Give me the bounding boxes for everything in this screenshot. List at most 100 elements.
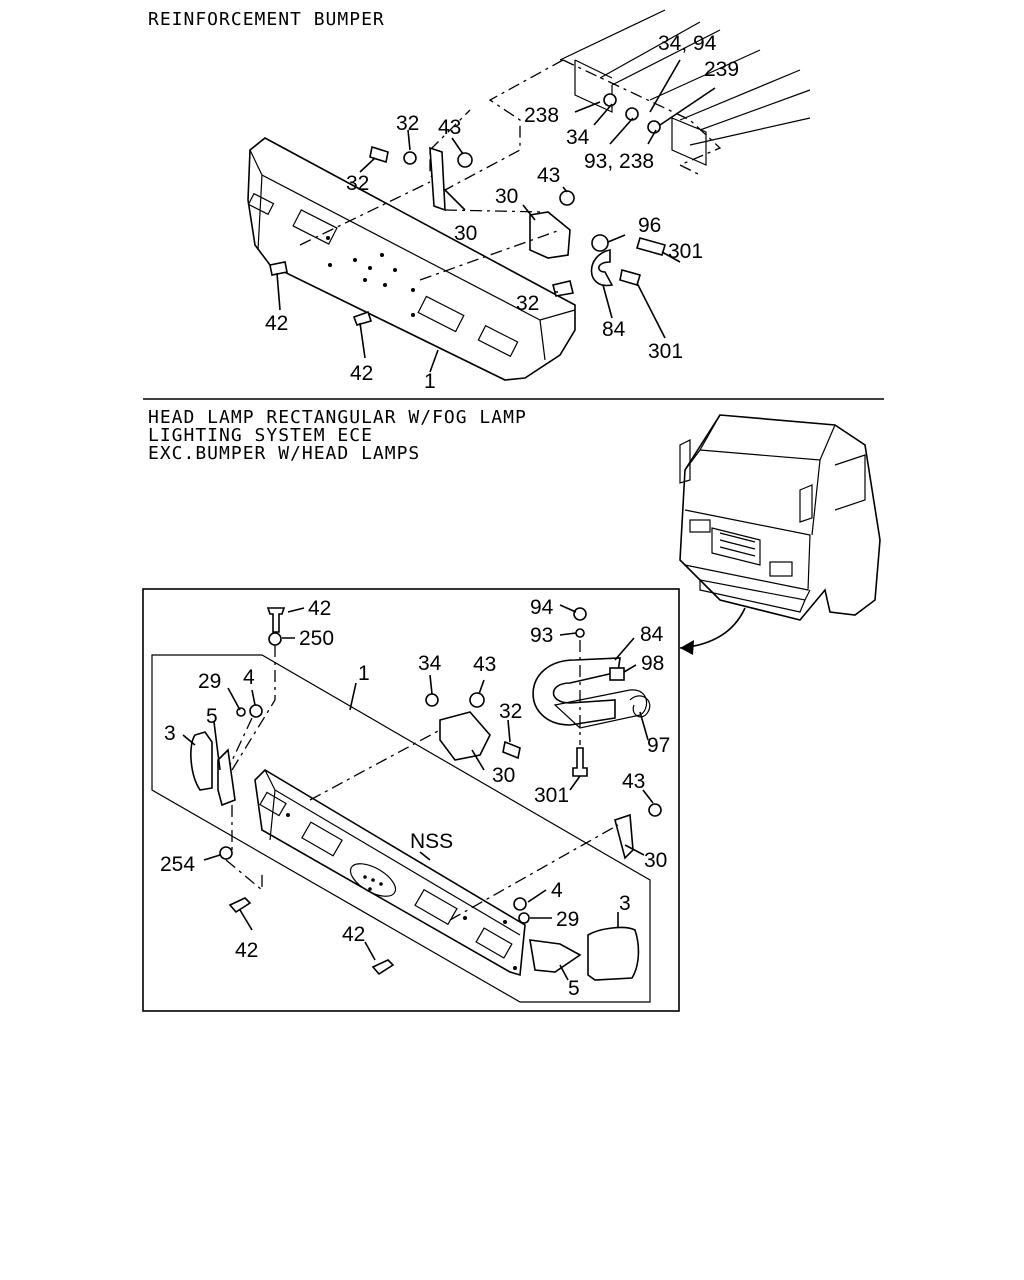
- washer-icon: [236, 707, 246, 717]
- clip-icon: [609, 667, 625, 681]
- callout-29: 29: [556, 908, 579, 931]
- callout-5: 5: [206, 705, 218, 728]
- callout-301: 301: [534, 784, 569, 807]
- callout-1: 1: [358, 662, 370, 685]
- detail-frame: [142, 588, 680, 1012]
- end-cap-icon: [587, 926, 640, 981]
- bolt-icon: [635, 237, 667, 256]
- callout-5: 5: [568, 977, 580, 1000]
- callout-301: 301: [648, 340, 683, 363]
- callout-3: 3: [164, 722, 176, 745]
- callout-4: 4: [551, 879, 563, 902]
- callout-32: 32: [499, 700, 522, 723]
- nut-icon: [648, 803, 662, 817]
- callout-nss: NSS: [410, 830, 453, 853]
- nut-icon: [457, 152, 473, 168]
- callout-98: 98: [641, 652, 664, 675]
- assembly-outline: [151, 654, 651, 1003]
- coil-spring-icon: [629, 695, 651, 718]
- washer-icon: [575, 628, 585, 638]
- callout-42: 42: [265, 312, 288, 335]
- tow-hook-icon: [590, 249, 614, 287]
- callout-84: 84: [602, 318, 626, 341]
- callout-42: 42: [350, 362, 373, 385]
- callout-301: 301: [668, 240, 703, 263]
- callout-239: 239: [704, 58, 739, 81]
- callout-34: 34: [418, 652, 442, 675]
- section2-title-line2: LIGHTING SYSTEM ECE: [148, 425, 373, 446]
- assembly-lines-section2: [225, 640, 619, 921]
- callout-3: 3: [619, 892, 631, 915]
- truck-cab-illustration: [679, 414, 881, 621]
- nut-icon: [219, 846, 233, 860]
- callout-30: 30: [454, 222, 477, 245]
- bracket-icon: [429, 146, 446, 212]
- section2-title-line1: HEAD LAMP RECTANGULAR W/FOG LAMP: [148, 407, 527, 428]
- callout-30: 30: [492, 764, 515, 787]
- leader-lines-section1: [276, 59, 716, 373]
- arrow-head-icon: [680, 640, 694, 655]
- washer-icon: [591, 234, 609, 252]
- bumper-nss-part-1: [254, 768, 526, 977]
- callout-94: 94: [530, 596, 554, 619]
- callout-97: 97: [647, 734, 670, 757]
- bracket-icon: [439, 711, 491, 761]
- bolt-icon: [352, 310, 373, 326]
- fasteners-section1: [269, 93, 667, 326]
- end-cap-icon: [190, 731, 213, 791]
- callout-43: 43: [438, 116, 461, 139]
- callout-43: 43: [537, 164, 560, 187]
- callout-238: 238: [524, 104, 559, 127]
- spring-clip-icon: [553, 689, 648, 729]
- callout-93: 93: [530, 624, 553, 647]
- pointer-arrow: [679, 607, 746, 649]
- bracket-icon: [614, 813, 634, 860]
- callout-1: 1: [424, 370, 436, 393]
- bolt-icon: [269, 261, 288, 276]
- callouts-section2: 42 250 1 29 4 5 3 34 43 32 30 94 93 84 9…: [160, 596, 670, 1000]
- callout-4: 4: [243, 666, 255, 689]
- callout-32: 32: [396, 112, 419, 135]
- front-bumper-part-1: [247, 137, 576, 381]
- callout-42: 42: [342, 923, 365, 946]
- bracket-icon: [217, 748, 236, 807]
- callouts-section1: 34, 94 239 238 34 93, 238 32 43 32 30 43…: [265, 32, 739, 393]
- bracket-icon: [529, 939, 582, 973]
- bolt-icon: [266, 607, 286, 633]
- screw-icon: [228, 897, 252, 914]
- nut-icon: [573, 607, 587, 621]
- callout-43: 43: [622, 770, 645, 793]
- callout-93-238: 93, 238: [584, 150, 654, 173]
- leader-lines-section2: [182, 604, 654, 981]
- nut-icon: [249, 704, 263, 718]
- callout-29: 29: [198, 670, 221, 693]
- washer-icon: [268, 632, 282, 646]
- callout-34: 34: [566, 126, 590, 149]
- bolt-icon: [552, 280, 574, 297]
- bolt-icon: [572, 747, 588, 777]
- callout-34-94: 34, 94: [658, 32, 717, 55]
- callout-250: 250: [299, 627, 334, 650]
- callout-30: 30: [495, 185, 518, 208]
- callout-84: 84: [640, 623, 664, 646]
- callout-96: 96: [638, 214, 661, 237]
- section1-title: REINFORCEMENT BUMPER: [148, 9, 385, 30]
- bracket-icon: [529, 211, 571, 259]
- washer-icon: [647, 120, 661, 134]
- washer-icon: [403, 151, 417, 165]
- nut-icon: [425, 693, 439, 707]
- tow-hook-icon: [532, 657, 621, 726]
- bolt-icon: [619, 268, 642, 286]
- bolt-icon: [502, 740, 521, 760]
- callout-32: 32: [346, 172, 369, 195]
- section2-title-line3: EXC.BUMPER W/HEAD LAMPS: [148, 443, 420, 464]
- callout-43: 43: [473, 653, 496, 676]
- nut-icon: [469, 692, 485, 708]
- bumper-holes: [326, 236, 415, 317]
- section-reinforcement-bumper: REINFORCEMENT BUMPER: [148, 9, 811, 393]
- nut-icon: [513, 897, 527, 911]
- callout-42: 42: [235, 939, 258, 962]
- callout-30: 30: [644, 849, 667, 872]
- callout-42: 42: [308, 597, 331, 620]
